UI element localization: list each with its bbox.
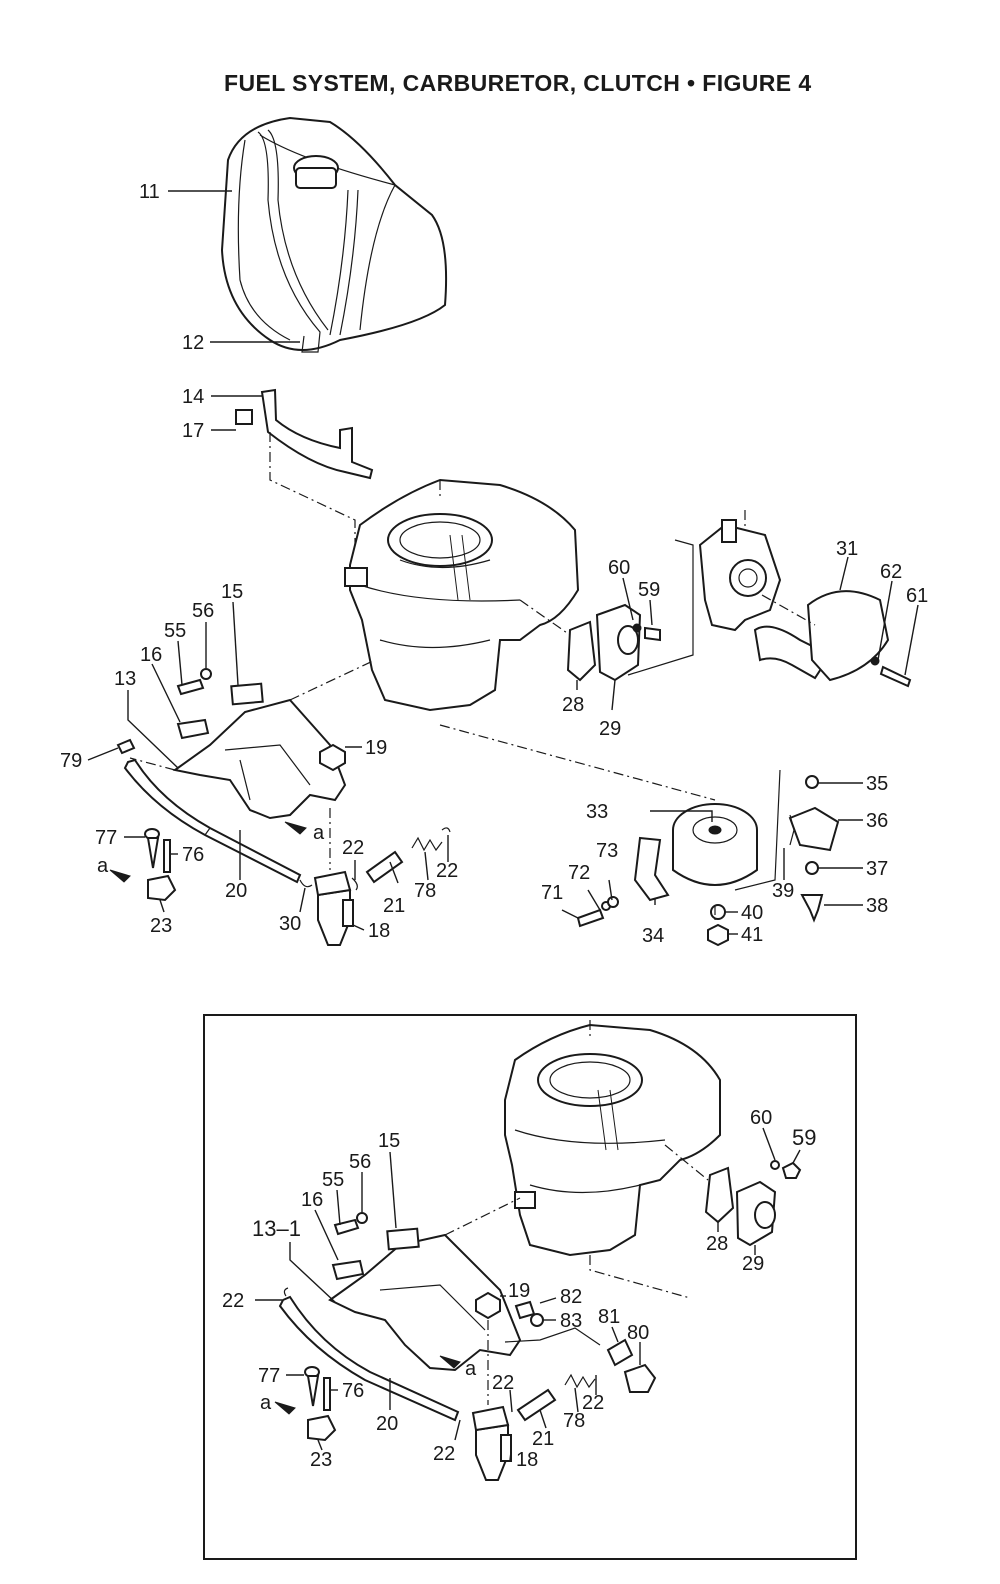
clutch-assembly xyxy=(439,724,840,947)
engine-block xyxy=(344,478,746,712)
callout-33: 33 xyxy=(586,801,608,823)
inset-callout-22: 22 xyxy=(582,1392,604,1414)
callout-34: 34 xyxy=(642,925,664,947)
callout-79: 79 xyxy=(60,750,82,772)
callout-36: 36 xyxy=(866,810,888,832)
carburetor-assembly xyxy=(627,519,912,688)
page-title: FUEL SYSTEM, CARBURETOR, CLUTCH • FIGURE… xyxy=(224,70,812,96)
intake-gasket-insulator xyxy=(519,599,661,682)
fuel-tank xyxy=(220,116,448,353)
fuel-tank-base-plate xyxy=(129,659,376,820)
callout-55: 55 xyxy=(164,620,186,642)
callout-73: 73 xyxy=(596,840,618,862)
callout-29: 29 xyxy=(599,718,621,740)
clutch-screw xyxy=(576,896,619,928)
callout-78: 78 xyxy=(414,880,436,902)
inset-callout-16: 16 xyxy=(301,1189,323,1211)
callout-21: 21 xyxy=(383,895,405,917)
inset-callout-82: 82 xyxy=(560,1286,582,1308)
inset-callout-13-1: 13–1 xyxy=(252,1216,301,1241)
fuel-line xyxy=(116,738,302,884)
callout-61: 61 xyxy=(906,585,928,607)
nut-19 xyxy=(319,743,346,772)
inset-callout-83: 83 xyxy=(560,1310,582,1332)
inset-callout-59: 59 xyxy=(792,1125,816,1150)
inset-callout-21: 21 xyxy=(532,1428,554,1450)
callout-23: 23 xyxy=(150,915,172,937)
inset-callout-78: 78 xyxy=(563,1410,585,1432)
callout-28: 28 xyxy=(562,694,584,716)
callout-35: 35 xyxy=(866,773,888,795)
inset-callout-18: 18 xyxy=(516,1449,538,1471)
inset-callout-20: 20 xyxy=(376,1413,398,1435)
callout-12: 12 xyxy=(182,332,204,354)
inset-frame xyxy=(203,1014,857,1560)
inset-callout-a: a xyxy=(260,1392,272,1414)
inset-callout-15: 15 xyxy=(378,1130,400,1152)
inset-callout-28: 28 xyxy=(706,1233,728,1255)
inset-callout-81: 81 xyxy=(598,1306,620,1328)
inset-callout-80: 80 xyxy=(627,1322,649,1344)
callout-59: 59 xyxy=(638,579,660,601)
callout-13: 13 xyxy=(114,668,136,690)
inset-callout-23: 23 xyxy=(310,1449,332,1471)
inset-callout-22: 22 xyxy=(492,1372,514,1394)
callout-38: 38 xyxy=(866,895,888,917)
inset-callout-55: 55 xyxy=(322,1169,344,1191)
inset-callout-22: 22 xyxy=(222,1290,244,1312)
inset-exploded-view: 60 59 15 56 55 16 13–1 28 29 22 19 82 83… xyxy=(222,1020,816,1481)
callout-30: 30 xyxy=(279,913,301,935)
inset-callout-60: 60 xyxy=(750,1107,772,1129)
callout-18: 18 xyxy=(368,920,390,942)
callout-15: 15 xyxy=(221,581,243,603)
callout-22: 22 xyxy=(436,860,458,882)
inset-callout-a: a xyxy=(465,1358,477,1380)
inset-callout-29: 29 xyxy=(742,1253,764,1275)
inset-callout-76: 76 xyxy=(342,1380,364,1402)
callout-71: 71 xyxy=(541,882,563,904)
callout-37: 37 xyxy=(866,858,888,880)
cotter-pin-bracket xyxy=(109,821,307,902)
callout-40: 40 xyxy=(741,902,763,924)
callout-72: 72 xyxy=(568,862,590,884)
callout-76: 76 xyxy=(182,844,204,866)
callout-77: 77 xyxy=(95,827,117,849)
tank-bracket xyxy=(235,388,374,560)
callout-a: a xyxy=(313,822,325,844)
callout-14: 14 xyxy=(182,386,204,408)
callout-17: 17 xyxy=(182,420,204,442)
upper-exploded-view: 11 12 14 17 15 56 55 16 13 79 19 60 59 3… xyxy=(60,116,928,947)
inset-callout-19: 19 xyxy=(508,1280,530,1302)
inset-callout-56: 56 xyxy=(349,1151,371,1173)
inset-callout-22: 22 xyxy=(433,1443,455,1465)
callout-20: 20 xyxy=(225,880,247,902)
callout-39: 39 xyxy=(772,880,794,902)
callout-60: 60 xyxy=(608,557,630,579)
callout-56: 56 xyxy=(192,600,214,622)
callout-31: 31 xyxy=(836,538,858,560)
callout-22: 22 xyxy=(342,837,364,859)
callout-41: 41 xyxy=(741,924,763,946)
callout-11: 11 xyxy=(139,181,160,203)
inset-callout-77: 77 xyxy=(258,1365,280,1387)
callout-19: 19 xyxy=(365,737,387,759)
callout-16: 16 xyxy=(140,644,162,666)
callout-a: a xyxy=(97,855,109,877)
callout-62: 62 xyxy=(880,561,902,583)
fuel-cock-assembly xyxy=(299,808,451,946)
